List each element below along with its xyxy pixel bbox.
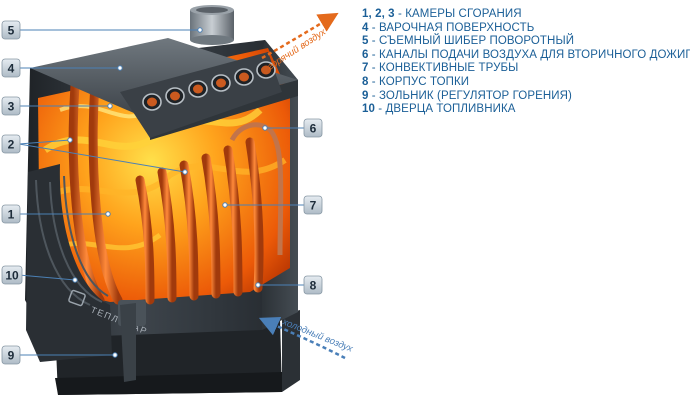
hot-air-flow: горячий воздух xyxy=(261,12,339,73)
callout-2: 2 xyxy=(1,134,21,154)
legend-item-door: 10 - ДВЕРЦА ТОПЛИВНИКА xyxy=(362,103,516,116)
leader-dots xyxy=(67,27,268,358)
callout-6: 6 xyxy=(303,118,323,138)
chimney-damper[interactable] xyxy=(190,5,234,45)
legend-item-convection-tubes: 7 - КОНВЕКТИВНЫЕ ТРУБЫ xyxy=(362,62,519,75)
svg-text:7: 7 xyxy=(310,199,317,213)
callout-9: 9 xyxy=(1,345,21,365)
parts-legend: 1, 2, 3 - КАМЕРЫ СГОРАНИЯ 4 - ВАРОЧНАЯ П… xyxy=(362,8,690,117)
svg-text:1: 1 xyxy=(8,208,15,222)
callout-1: 1 xyxy=(1,204,21,224)
leader-lines xyxy=(18,29,305,356)
callout-3: 3 xyxy=(1,96,21,116)
legend-item-air-channels: 6 - КАНАЛЫ ПОДАЧИ ВОЗДУХА ДЛЯ ВТОРИЧНОГО… xyxy=(362,48,690,61)
svg-text:8: 8 xyxy=(310,279,317,293)
legend-item-firebox-body: 8 - КОРПУС ТОПКИ xyxy=(362,75,470,88)
callout-10: 10 xyxy=(1,265,23,285)
svg-text:5: 5 xyxy=(8,24,15,38)
legend-item-chambers: 1, 2, 3 - КАМЕРЫ СГОРАНИЯ xyxy=(362,8,522,20)
legend-item-ash-pan: 9 - ЗОЛЬНИК (РЕГУЛЯТОР ГОРЕНИЯ) xyxy=(362,89,572,102)
legend-item-damper: 5 - СЪЕМНЫЙ ШИБЕР ПОВОРОТНЫЙ xyxy=(362,35,575,48)
callout-4: 4 xyxy=(1,58,21,78)
air-vent-row xyxy=(120,52,282,138)
cold-air-flow: холодный воздух xyxy=(258,316,355,360)
svg-text:3: 3 xyxy=(8,100,15,114)
svg-text:4: 4 xyxy=(8,62,15,76)
ash-pan-base xyxy=(55,310,300,395)
secondary-air-channel xyxy=(229,122,284,256)
svg-text:9: 9 xyxy=(8,349,15,363)
svg-text:10: 10 xyxy=(5,269,19,283)
callout-8: 8 xyxy=(303,275,323,295)
svg-text:2: 2 xyxy=(8,138,15,152)
door-handle[interactable] xyxy=(118,300,146,382)
callout-5: 5 xyxy=(1,20,21,40)
legend-item-cooking-surface: 4 - ВАРОЧНАЯ ПОВЕРХНОСТЬ xyxy=(362,21,535,34)
svg-text:6: 6 xyxy=(310,122,317,136)
callout-7: 7 xyxy=(303,195,323,215)
